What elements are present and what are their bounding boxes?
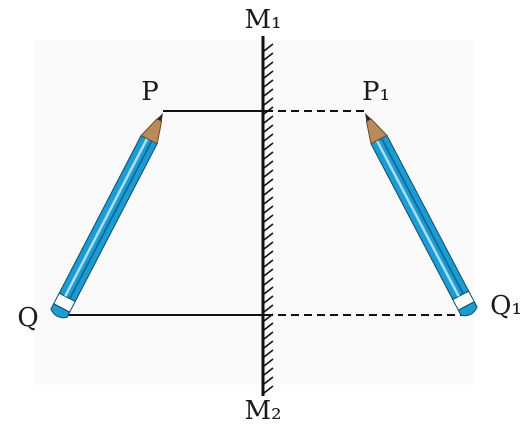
label-p: P bbox=[141, 77, 159, 107]
label-m1: M₁ bbox=[244, 5, 281, 35]
label-q: Q bbox=[17, 303, 38, 333]
label-m2: M₂ bbox=[244, 396, 281, 425]
hatch-mark bbox=[264, 386, 273, 393]
label-p1: P₁ bbox=[362, 77, 390, 107]
label-q1: Q₁ bbox=[490, 291, 522, 321]
